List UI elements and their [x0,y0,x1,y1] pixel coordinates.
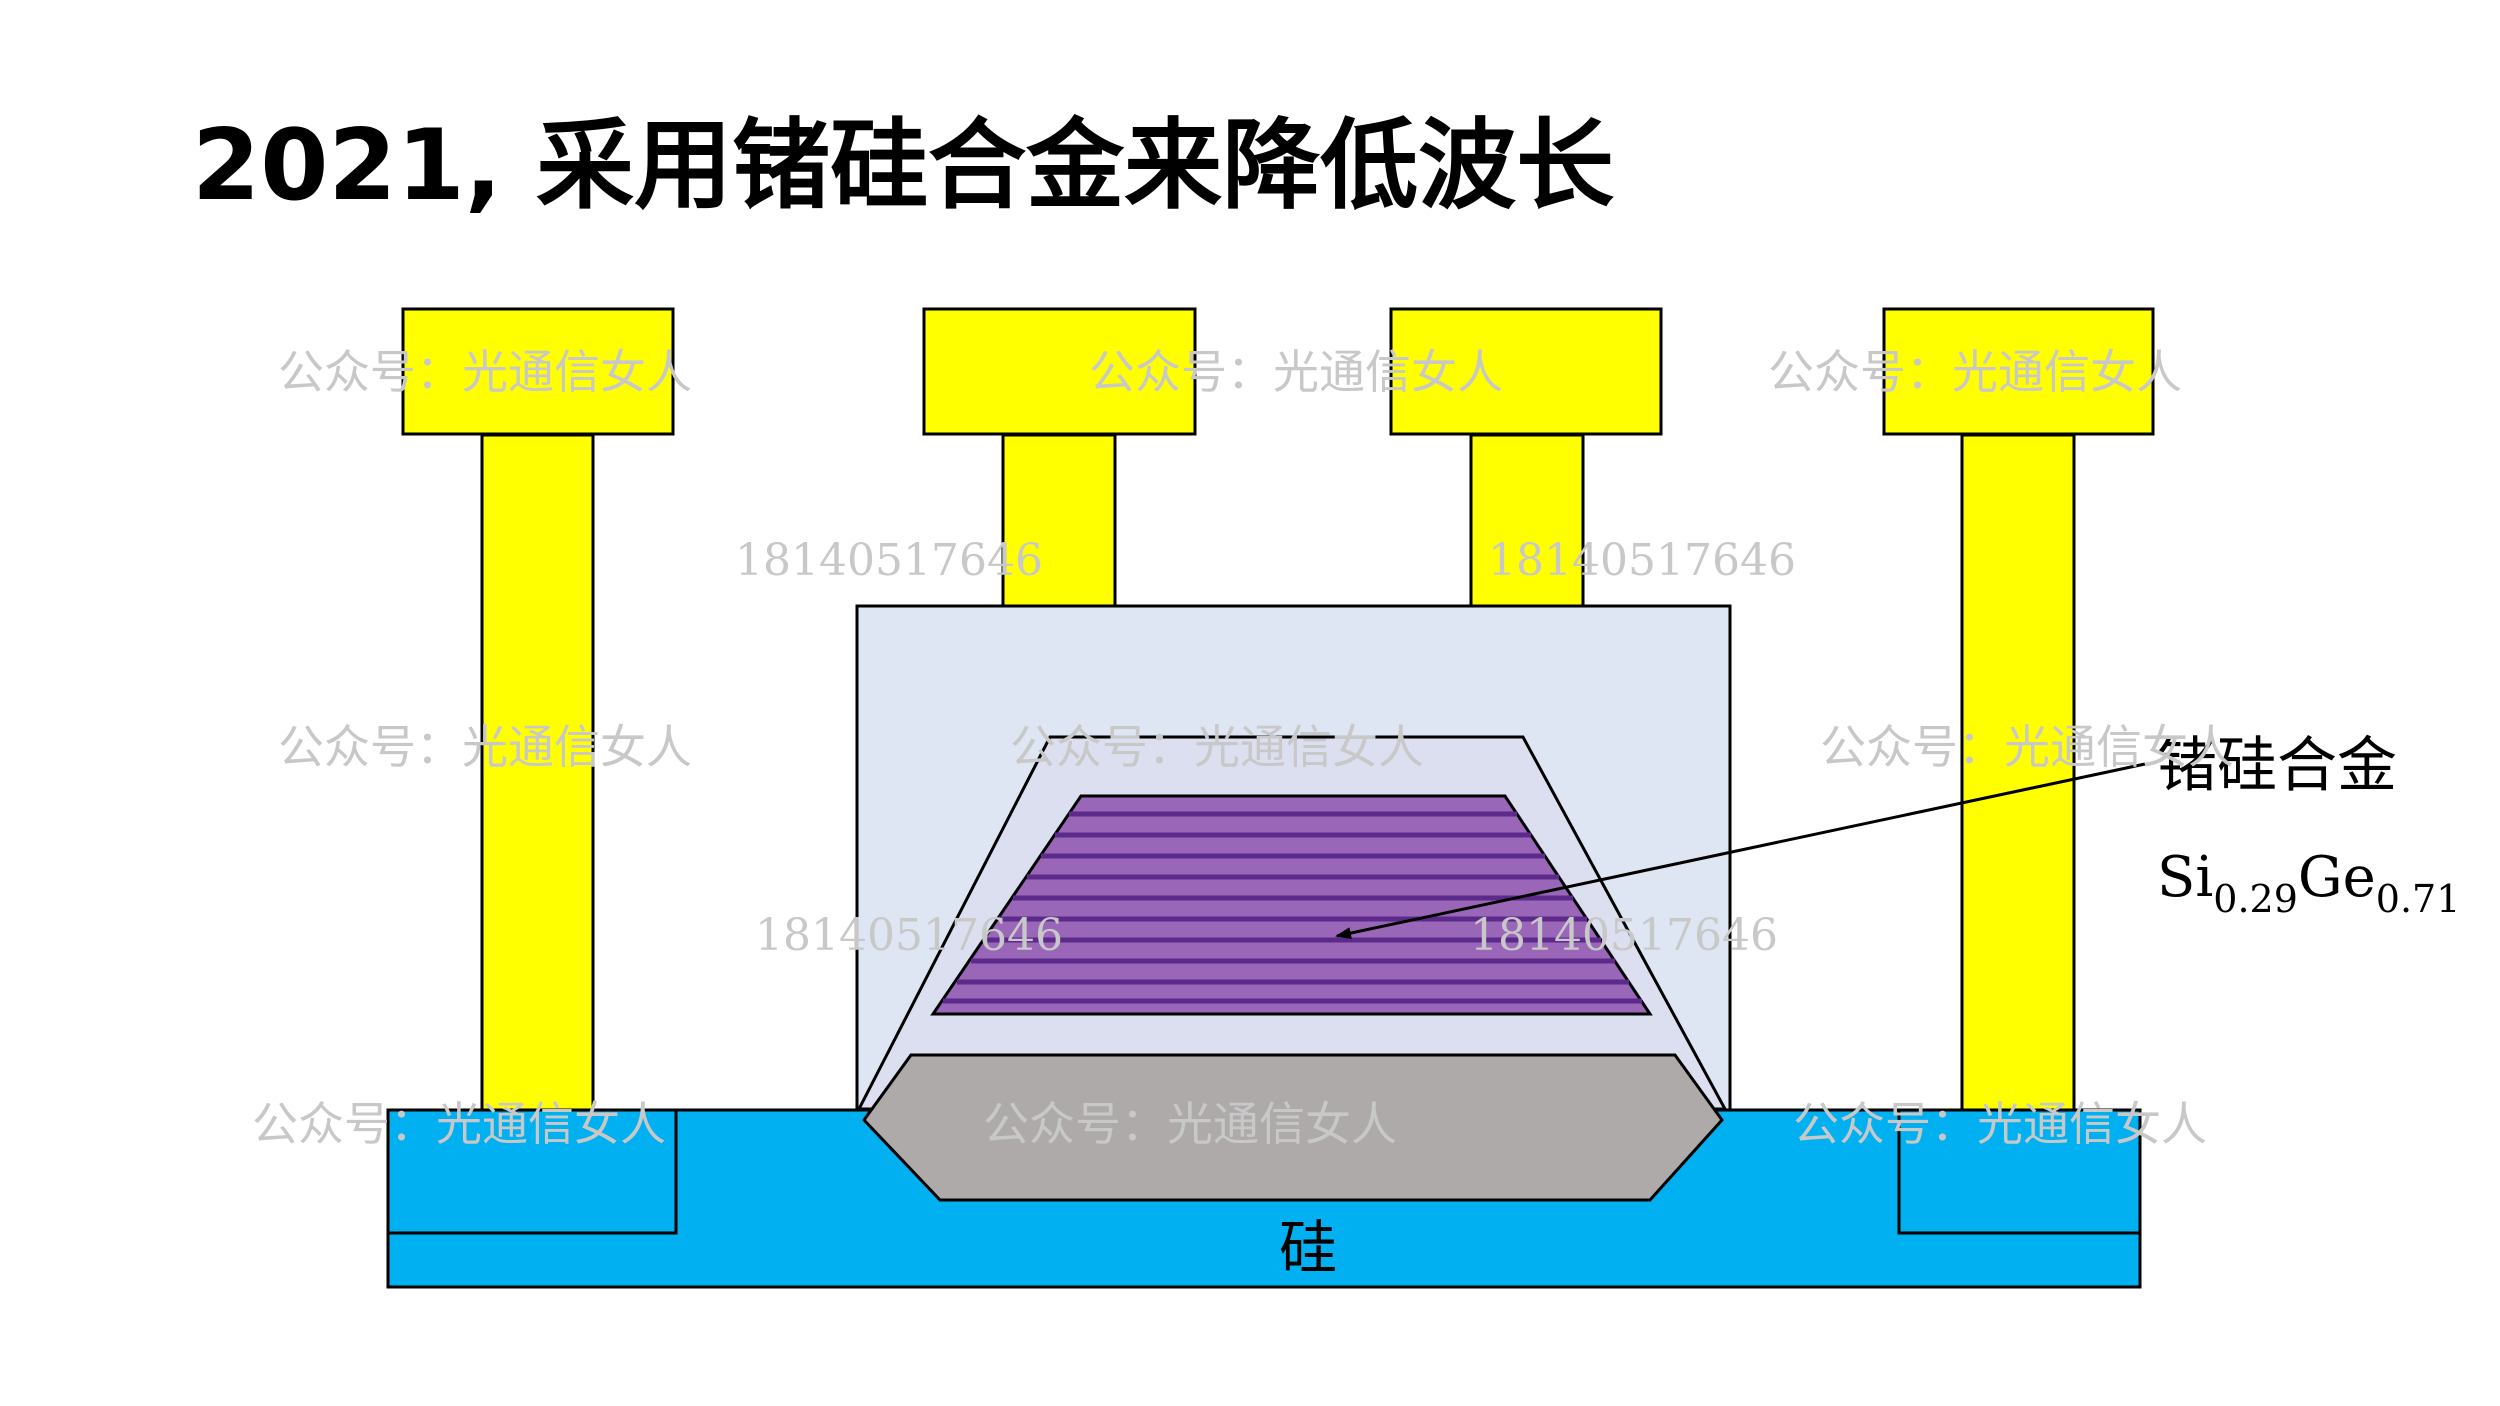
metal-contact-stem [1001,433,1117,608]
substrate-right-contact-region [1897,1108,2142,1235]
metal-contact-left-outer [401,307,675,1112]
device-base-layer [862,1053,1724,1202]
metal-contact-pad [922,307,1197,436]
watermark-text: 公众号：光通信女人 [1820,720,2234,774]
metal-contact-pad [1389,307,1663,436]
metal-contact-right-outer [1882,307,2155,1112]
metal-contact-stem [1960,433,2076,1112]
watermark-text: 公众号：光通信女人 [278,720,692,774]
alloy-pointer-arrow [1335,762,2146,939]
metal-contact-stem [1469,433,1585,608]
watermark-number: 18140517646 [755,910,1063,961]
watermark-text: 公众号：光通信女人 [278,345,692,399]
watermark-text: 公众号：光通信女人 [1793,1097,2207,1151]
slide-title: 2021, 采用锗硅合金来降低波长 [192,109,1615,223]
watermark-number: 18140517646 [1488,535,1796,586]
watermark-text: 公众号：光通信女人 [1010,720,1424,774]
formula-element-ge: Ge [2298,845,2376,910]
metal-contact-right-inner [1389,307,1663,608]
watermark-text: 公众号：光通信女人 [983,1097,1397,1151]
watermark-text: 公众号：光通信女人 [1768,345,2182,399]
metal-contact-stem [480,433,595,1112]
watermark-text: 公众号：光通信女人 [1089,345,1503,399]
quantum-well-barrier-lines [943,811,1642,1004]
metal-contact-pad [401,307,675,436]
alloy-formula: Si0.29Ge0.71 [2157,845,2460,921]
watermark-number: 18140517646 [1470,910,1778,961]
sige-alloy-quantum-well-stack [930,794,1653,1016]
substrate-label: 硅 [1279,1214,1337,1282]
watermark-layer: 公众号：光通信女人 公众号：光通信女人 公众号：光通信女人 公众号：光通信女人 … [252,345,2234,1151]
formula-subscript-si: 0.29 [2213,877,2298,921]
metal-contact-pad [1882,307,2155,436]
formula-element-si: Si [2157,845,2213,910]
formula-subscript-ge: 0.71 [2376,877,2461,921]
watermark-text: 公众号：光通信女人 [252,1097,666,1151]
metal-contact-left-inner [922,307,1197,608]
alloy-label: 锗硅合金 [2157,731,2397,801]
watermark-number: 18140517646 [735,535,1043,586]
